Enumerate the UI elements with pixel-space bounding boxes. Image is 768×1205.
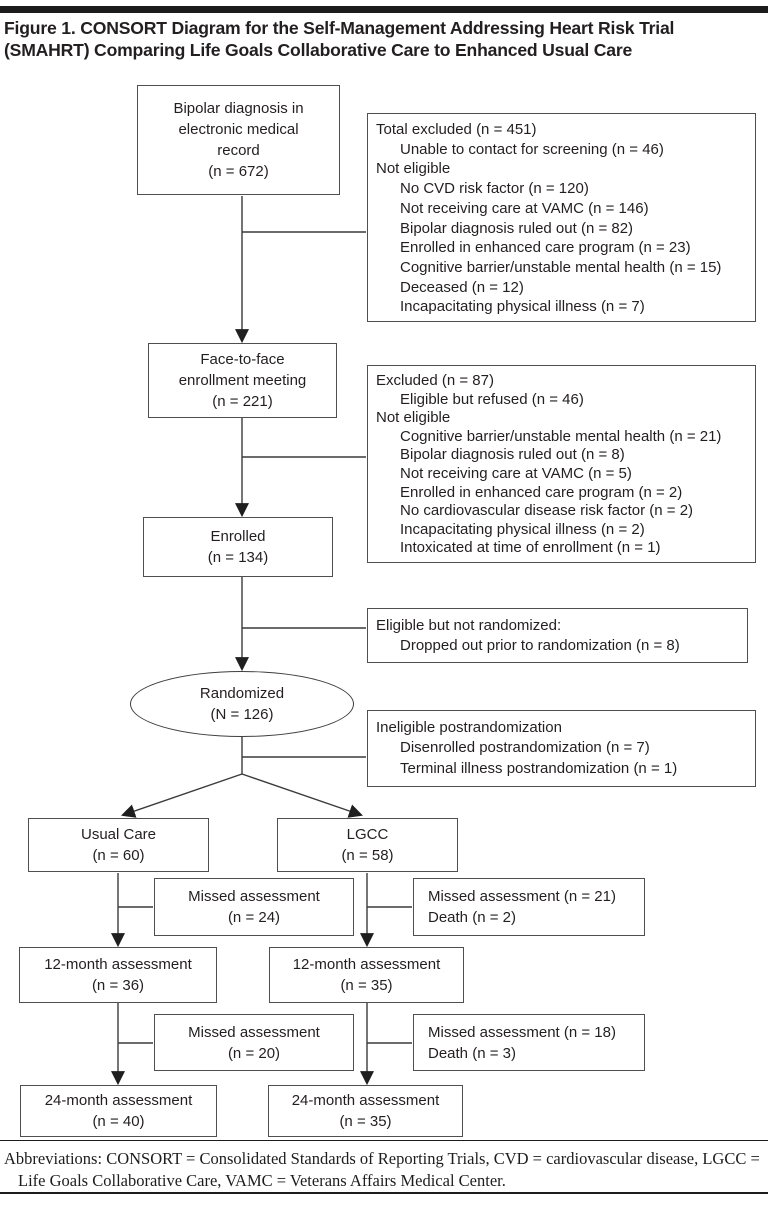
box-missed-lgcc-12: Missed assessment (n = 21) Death (n = 2)	[413, 878, 645, 936]
text-line: Enrolled	[210, 528, 266, 545]
list-row: Eligible but not randomized:	[376, 617, 562, 634]
text-line: (n = 221)	[212, 393, 273, 410]
text-line: (n = 36)	[91, 977, 145, 994]
figure-bottom-rule	[0, 1192, 768, 1194]
list-row: Bipolar diagnosis ruled out (n = 82)	[400, 219, 634, 237]
text-line: (n = 35)	[339, 1113, 392, 1130]
footer-divider	[0, 1140, 768, 1141]
text-line: 12-month assessment	[44, 956, 192, 973]
text-line: Missed assessment (n = 21)	[428, 888, 616, 905]
list-row: Cognitive barrier/unstable mental health…	[400, 258, 722, 276]
text-line: electronic medical	[178, 121, 299, 138]
figure-top-rule	[0, 6, 768, 13]
sidebox-excluded-screening: Total excluded (n = 451) Unable to conta…	[367, 113, 756, 322]
figure-title: Figure 1. CONSORT Diagram for the Self-M…	[4, 17, 766, 61]
list-row: Intoxicated at time of enrollment (n = 1…	[400, 539, 661, 557]
ellipse-randomized: Randomized (N = 126)	[130, 671, 354, 737]
text-line: LGCC	[346, 826, 389, 843]
text-line: Usual Care	[80, 826, 157, 843]
connector-to-usual-care	[121, 773, 243, 818]
box-usual-care: Usual Care (n = 60)	[28, 818, 209, 872]
sidebox-not-randomized: Eligible but not randomized: Dropped out…	[367, 608, 748, 663]
box-missed-lgcc-24: Missed assessment (n = 18) Death (n = 3)	[413, 1014, 645, 1071]
text-line: (n = 20)	[227, 1044, 281, 1062]
list-row: Enrolled in enhanced care program (n = 2…	[400, 483, 683, 501]
list-row: Not eligible	[376, 160, 451, 178]
list-row: Enrolled in enhanced care program (n = 2…	[400, 239, 691, 257]
list-row: Deceased (n = 12)	[400, 278, 524, 296]
box-enrolled: Enrolled (n = 134)	[143, 517, 333, 577]
text-line: Face-to-face	[200, 351, 285, 368]
figure-title-line2: (SMAHRT) Comparing Life Goals Collaborat…	[4, 40, 633, 60]
box-12mo-usual-care: 12-month assessment (n = 36)	[19, 947, 217, 1003]
text-line: Death (n = 3)	[428, 1044, 516, 1062]
list-row: Incapacitating physical illness (n = 7)	[400, 298, 645, 316]
text-line: enrollment meeting	[178, 372, 307, 389]
figure-title-line1: Figure 1. CONSORT Diagram for the Self-M…	[4, 18, 675, 38]
list-row: Not receiving care at VAMC (n = 146)	[400, 199, 649, 217]
text-line: Death (n = 2)	[428, 909, 516, 926]
list-row: Not eligible	[376, 409, 451, 427]
list-row: Disenrolled postrandomization (n = 7)	[400, 739, 650, 757]
box-missed-uc-24: Missed assessment (n = 20)	[154, 1014, 354, 1071]
text-line: (n = 35)	[340, 977, 393, 994]
box-12mo-lgcc: 12-month assessment (n = 35)	[269, 947, 464, 1003]
text-line: (n = 58)	[341, 847, 394, 864]
text-line: Missed assessment (n = 18)	[428, 1023, 616, 1041]
list-row: Incapacitating physical illness (n = 2)	[400, 520, 645, 538]
sidebox-ineligible-post: Ineligible postrandomization Disenrolled…	[367, 710, 756, 787]
list-row: Ineligible postrandomization	[376, 719, 562, 736]
list-row: No CVD risk factor (n = 120)	[400, 180, 589, 198]
abbreviations-line1: Abbreviations: CONSORT = Consolidated St…	[4, 1149, 643, 1168]
abbreviations-note: Abbreviations: CONSORT = Consolidated St…	[4, 1148, 764, 1191]
box-enrollment-meeting: Face-to-face enrollment meeting (n = 221…	[148, 343, 337, 418]
text-line: 12-month assessment	[292, 956, 441, 973]
list-row: Excluded (n = 87)	[376, 372, 494, 389]
list-row: No cardiovascular disease risk factor (n…	[400, 502, 694, 520]
text-line: Missed assessment	[188, 1023, 320, 1041]
sidebox-excluded-enrollment: Excluded (n = 87) Eligible but refused (…	[367, 365, 756, 563]
list-row: Bipolar diagnosis ruled out (n = 8)	[400, 446, 625, 464]
text-line: 24-month assessment	[44, 1092, 193, 1109]
text-line: Randomized	[199, 685, 285, 702]
list-row: Total excluded (n = 451)	[376, 121, 537, 138]
text-line: (N = 126)	[210, 706, 274, 723]
list-row: Cognitive barrier/unstable mental health…	[400, 427, 722, 445]
list-row: Dropped out prior to randomization (n = …	[400, 637, 680, 654]
box-24mo-lgcc: 24-month assessment (n = 35)	[268, 1085, 463, 1137]
box-24mo-usual-care: 24-month assessment (n = 40)	[20, 1085, 217, 1137]
abbreviations-line2: disease, LGCC = Life Goals Collaborative…	[18, 1149, 760, 1190]
text-line: 24-month assessment	[291, 1092, 440, 1109]
list-row: Eligible but refused (n = 46)	[400, 390, 584, 408]
box-emr-screening: Bipolar diagnosis in electronic medical …	[137, 85, 340, 195]
connector-to-lgcc	[241, 773, 363, 818]
list-row: Not receiving care at VAMC (n = 5)	[400, 464, 632, 482]
list-row: Terminal illness postrandomization (n = …	[400, 759, 678, 777]
text-line: (n = 672)	[208, 163, 269, 180]
list-row: Unable to contact for screening (n = 46)	[400, 140, 664, 158]
box-missed-uc-12: Missed assessment (n = 24)	[154, 878, 354, 936]
box-lgcc: LGCC (n = 58)	[277, 818, 458, 872]
text-line: (n = 40)	[92, 1113, 145, 1130]
text-line: (n = 24)	[227, 909, 281, 926]
text-line: record	[217, 142, 260, 159]
text-line: (n = 134)	[207, 549, 269, 566]
text-line: (n = 60)	[92, 847, 145, 864]
text-line: Missed assessment	[188, 888, 320, 905]
text-line: Bipolar diagnosis in	[173, 100, 304, 117]
